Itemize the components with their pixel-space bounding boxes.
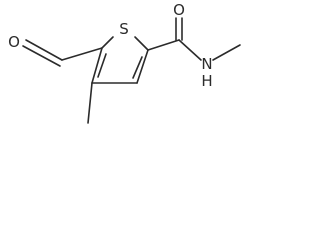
aldehyde-oxygen-label: O <box>8 33 20 51</box>
bond-c4-c5-inner <box>97 53 107 78</box>
sulfur-label: S <box>119 20 129 38</box>
amide-oxygen-label: O <box>173 1 185 19</box>
bond-c5-cho <box>61 47 103 61</box>
bond-cho-o <box>25 39 63 61</box>
molecule-structure: S O O N H <box>8 1 241 124</box>
bond-c5-s <box>101 36 114 49</box>
bond-c4-methyl <box>87 82 93 124</box>
amide-hydrogen-label: H <box>201 72 212 90</box>
amide-nitrogen-label: N <box>201 55 212 73</box>
bond-c4-c5 <box>91 47 103 84</box>
bond-s-c2 <box>134 36 149 51</box>
bond-c2-carbonyl <box>147 39 180 51</box>
bond-carbonyl-n <box>178 39 202 61</box>
bond-cho-o-double <box>22 45 61 67</box>
bond-c2-c3-inner <box>132 56 143 79</box>
bond-n-methyl <box>212 44 241 61</box>
bond-c2-c3 <box>136 49 149 84</box>
